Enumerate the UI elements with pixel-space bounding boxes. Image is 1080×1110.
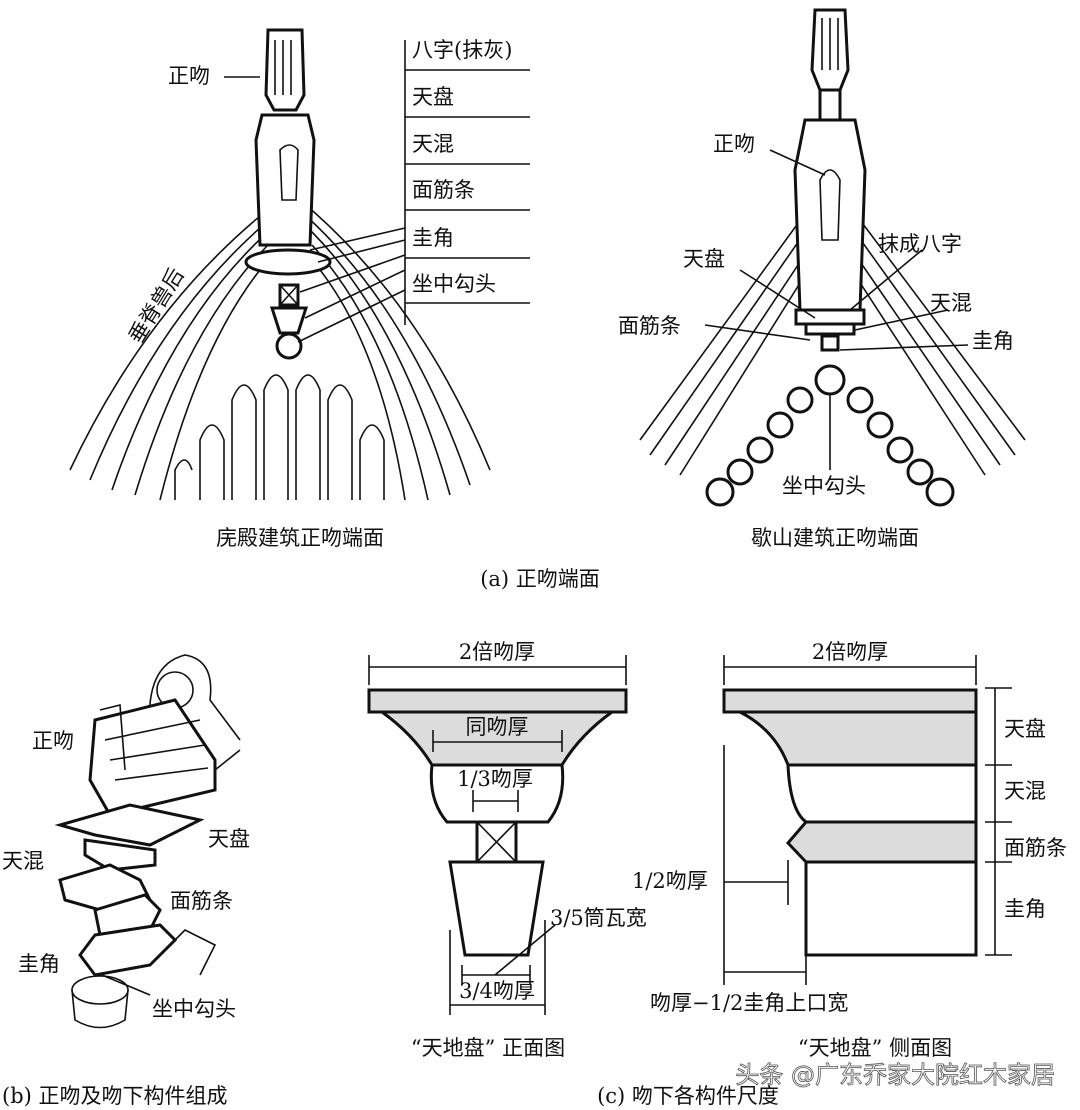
watermark: 头条 @广东乔家大院红木家居	[735, 1061, 1055, 1089]
label-side-tianpan: 天盘	[1004, 717, 1046, 741]
label-b-zuozhong: 坐中勾头	[152, 997, 236, 1021]
label-tianhun-right: 天混	[930, 291, 972, 315]
label-b-guijiao: 圭角	[18, 952, 60, 976]
caption-panel-c: (c) 吻下各构件尺度	[597, 1084, 779, 1108]
caption-panel-a: (a) 正吻端面	[480, 567, 600, 591]
label-guijiao-right: 圭角	[972, 329, 1014, 353]
caption-wudian: 庑殿建筑正吻端面	[216, 526, 384, 550]
label-side-tianhun: 天混	[1004, 779, 1046, 803]
label-b-tianhun: 天混	[2, 849, 44, 873]
xieshan-drawing	[639, 8, 1026, 507]
label-side-mianjintiao: 面筋条	[1004, 836, 1067, 860]
label-bazi: 八字(抹灰)	[412, 38, 512, 62]
label-zuozhong: 坐中勾头	[412, 272, 496, 296]
caption-front-view: “天地盘” 正面图	[411, 1036, 565, 1060]
label-side-half: 1/2吻厚	[632, 869, 708, 893]
label-ridge: 垂脊兽后	[124, 264, 189, 348]
label-mianjintiao: 面筋条	[412, 178, 475, 202]
label-zhengwen-left: 正吻	[168, 64, 210, 88]
side-view-drawing	[722, 655, 1012, 985]
label-b-mianjintiao: 面筋条	[170, 889, 233, 913]
label-mianjintiao-right: 面筋条	[618, 314, 681, 338]
front-view-drawing	[367, 655, 628, 1015]
label-mocheng: 抹成八字	[878, 232, 962, 256]
label-zuozhong-right: 坐中勾头	[782, 474, 866, 498]
label-side-guijiao: 圭角	[1004, 897, 1046, 921]
wudian-drawing	[69, 28, 530, 501]
label-side-2x: 2倍吻厚	[812, 640, 888, 664]
label-tianpan-right: 天盘	[683, 247, 725, 271]
label-tianhun: 天混	[412, 132, 454, 156]
assembly-sketch	[54, 654, 241, 1029]
caption-xieshan: 歇山建筑正吻端面	[751, 526, 919, 550]
label-guijiao: 圭角	[412, 226, 454, 250]
label-front-2x: 2倍吻厚	[459, 640, 535, 664]
label-front-third: 1/3吻厚	[457, 767, 533, 791]
label-side-bottom: 吻厚−1/2圭角上口宽	[650, 991, 848, 1015]
caption-side-view: “天地盘” 侧面图	[798, 1036, 952, 1060]
label-zhengwen-right: 正吻	[713, 132, 755, 156]
label-b-zhengwen: 正吻	[32, 729, 74, 753]
label-tianpan: 天盘	[412, 85, 454, 109]
label-b-tianpan: 天盘	[208, 827, 250, 851]
label-front-tile: 3/5筒瓦宽	[550, 906, 647, 930]
caption-panel-b: (b) 正吻及吻下构件组成	[2, 1084, 228, 1108]
label-front-three-quarter: 3/4吻厚	[459, 979, 535, 1003]
label-front-same: 同吻厚	[466, 715, 529, 739]
